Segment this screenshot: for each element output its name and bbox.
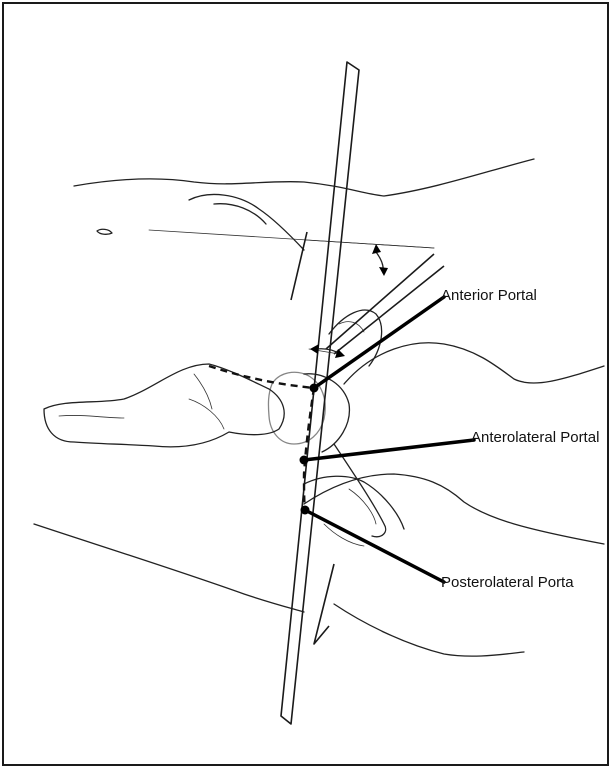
- posterolateral-portal-label: Posterolateral Porta: [441, 575, 574, 590]
- portal-leaders: [304, 297, 474, 582]
- figure-frame: [2, 2, 609, 766]
- reference-plane: [281, 62, 359, 724]
- anterolateral-portal-label: Anterolateral Portal: [471, 430, 599, 445]
- leg-outline: [34, 343, 604, 656]
- posterolateral-portal-point: [301, 506, 310, 515]
- anterior-portal-label: Anterior Portal: [441, 288, 537, 303]
- body-outline: [74, 159, 534, 250]
- anterolateral-portal-leader: [304, 440, 474, 460]
- hip-arthroscopy-portal-diagram: [4, 4, 613, 774]
- anterolateral-portal-point: [300, 456, 309, 465]
- portal-path: [209, 366, 314, 512]
- instrument-lines: [309, 244, 444, 358]
- posterolateral-portal-leader: [305, 510, 444, 582]
- portal-points: [300, 384, 319, 515]
- anterior-portal-point: [310, 384, 319, 393]
